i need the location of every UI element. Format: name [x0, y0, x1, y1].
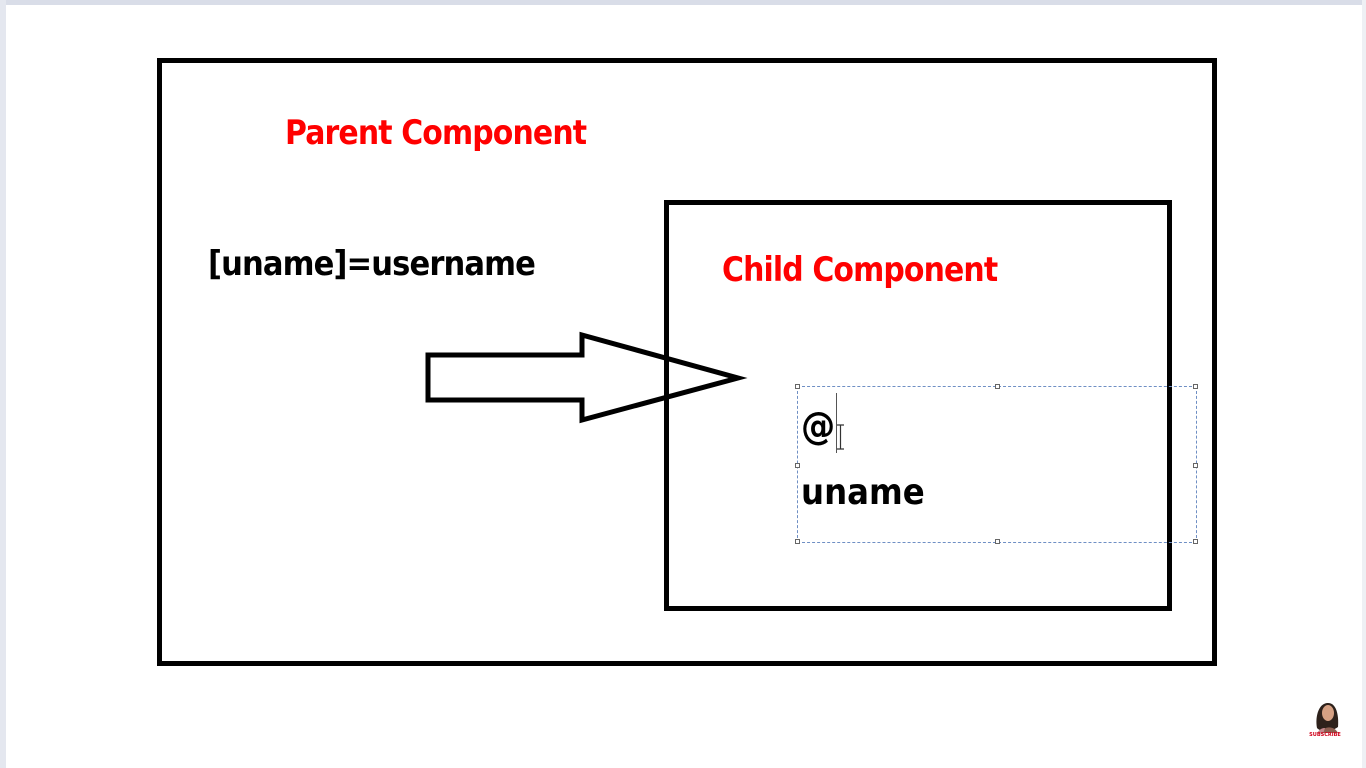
child-component-label: Child Component — [722, 250, 998, 290]
resize-handle-top[interactable] — [995, 384, 1000, 389]
parent-binding-text: [uname]=username — [208, 244, 536, 284]
text-box-selection[interactable] — [795, 384, 1198, 544]
resize-handle-bottom[interactable] — [995, 539, 1000, 544]
child-property-text[interactable]: uname — [801, 472, 925, 513]
decorator-symbol[interactable]: @ — [801, 404, 836, 448]
resize-handle-top-left[interactable] — [795, 384, 800, 389]
avatar — [1316, 702, 1339, 734]
text-cursor-icon — [837, 424, 844, 450]
parent-component-label: Parent Component — [285, 113, 587, 153]
right-arrow-icon — [425, 331, 748, 424]
resize-handle-bottom-right[interactable] — [1193, 539, 1198, 544]
resize-handle-top-right[interactable] — [1193, 384, 1198, 389]
subscribe-label[interactable]: SUBSCRIBE — [1309, 732, 1341, 738]
resize-handle-bottom-left[interactable] — [795, 539, 800, 544]
subscribe-watermark[interactable]: SUBSCRIBE — [1305, 698, 1345, 742]
resize-handle-left[interactable] — [795, 463, 800, 468]
resize-handle-right[interactable] — [1193, 463, 1198, 468]
top-edge — [0, 0, 1366, 5]
right-edge — [1362, 0, 1366, 768]
text-caret — [836, 393, 837, 453]
left-edge — [0, 0, 6, 768]
